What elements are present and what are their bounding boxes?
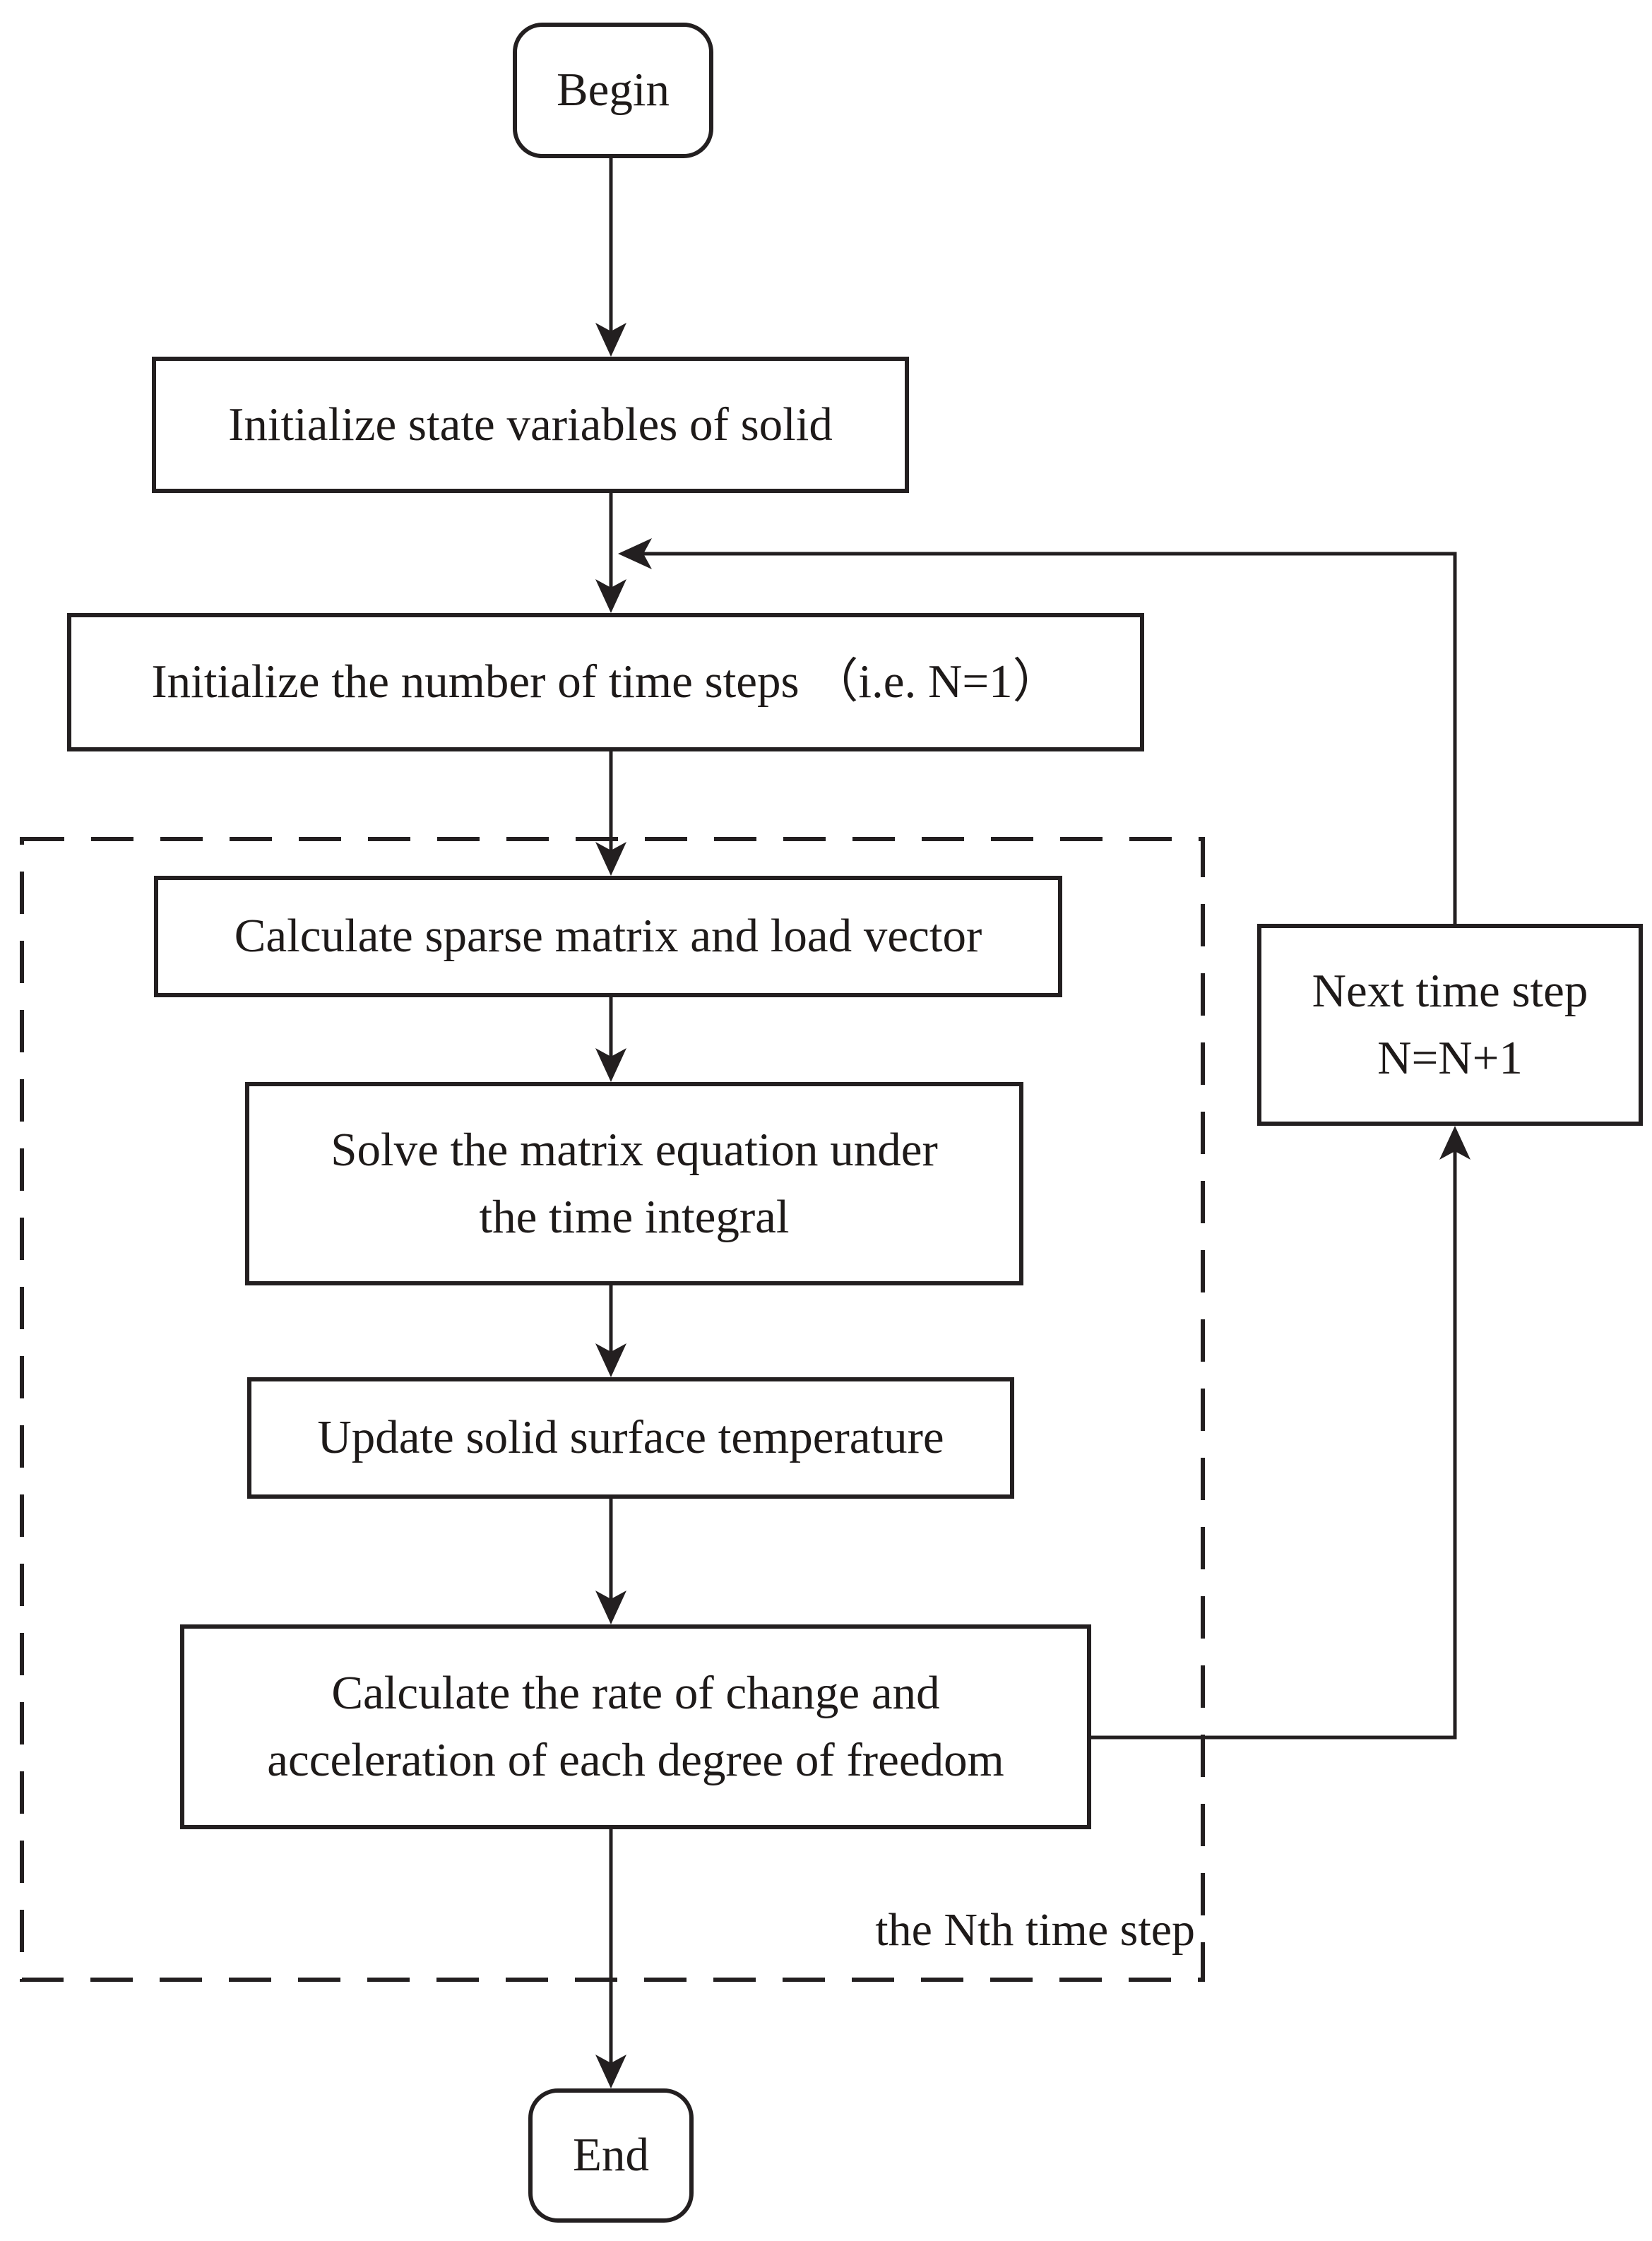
arrowhead-into-next-step bbox=[1439, 1126, 1470, 1160]
arrowhead-into-update-temp bbox=[595, 1343, 626, 1377]
arrowhead-into-calc-rate bbox=[595, 1591, 626, 1624]
nth-time-step-label: the Nth time step bbox=[875, 1904, 1195, 1956]
arrowhead-loop-merge bbox=[618, 538, 652, 569]
node-solve-matrix-equation-line1: Solve the matrix equation under bbox=[331, 1123, 938, 1176]
arrowhead-into-init-steps bbox=[595, 579, 626, 613]
node-begin-label: Begin bbox=[556, 64, 670, 117]
node-solve-matrix-equation: Solve the matrix equation under the time… bbox=[245, 1082, 1023, 1285]
node-solve-matrix-equation-line2: the time integral bbox=[479, 1191, 790, 1243]
node-update-surface-temperature: Update solid surface temperature bbox=[247, 1377, 1014, 1499]
node-next-time-step: Next time step N=N+1 bbox=[1257, 924, 1643, 1126]
node-end-label: End bbox=[573, 2129, 649, 2182]
arrowhead-into-init-state bbox=[595, 323, 626, 357]
node-end: End bbox=[528, 2088, 694, 2223]
node-calculate-sparse-matrix: Calculate sparse matrix and load vector bbox=[154, 876, 1062, 997]
node-calculate-rate-of-change: Calculate the rate of change and acceler… bbox=[180, 1624, 1091, 1829]
node-next-time-step-line1: Next time step bbox=[1312, 964, 1588, 1017]
arrowhead-into-solve bbox=[595, 1048, 626, 1082]
node-begin: Begin bbox=[513, 23, 713, 158]
node-initialize-time-steps-label: Initialize the number of time steps （i.e… bbox=[151, 655, 1060, 708]
node-update-surface-temperature-label: Update solid surface temperature bbox=[317, 1411, 944, 1464]
node-calculate-rate-of-change-line1: Calculate the rate of change and bbox=[331, 1666, 940, 1719]
node-calculate-sparse-matrix-label: Calculate sparse matrix and load vector bbox=[234, 910, 982, 963]
node-initialize-state: Initialize state variables of solid bbox=[152, 357, 909, 493]
connector-next-step-loop-back bbox=[643, 552, 1457, 924]
node-initialize-state-label: Initialize state variables of solid bbox=[228, 398, 833, 451]
node-calculate-rate-of-change-line2: acceleration of each degree of freedom bbox=[267, 1734, 1004, 1786]
arrowhead-into-end bbox=[595, 2055, 626, 2088]
arrowhead-into-calc-matrix bbox=[595, 842, 626, 876]
connector-calc-rate-to-next-step bbox=[1091, 1151, 1457, 1740]
node-next-time-step-line2: N=N+1 bbox=[1377, 1032, 1523, 1084]
node-initialize-time-steps: Initialize the number of time steps （i.e… bbox=[67, 613, 1144, 751]
